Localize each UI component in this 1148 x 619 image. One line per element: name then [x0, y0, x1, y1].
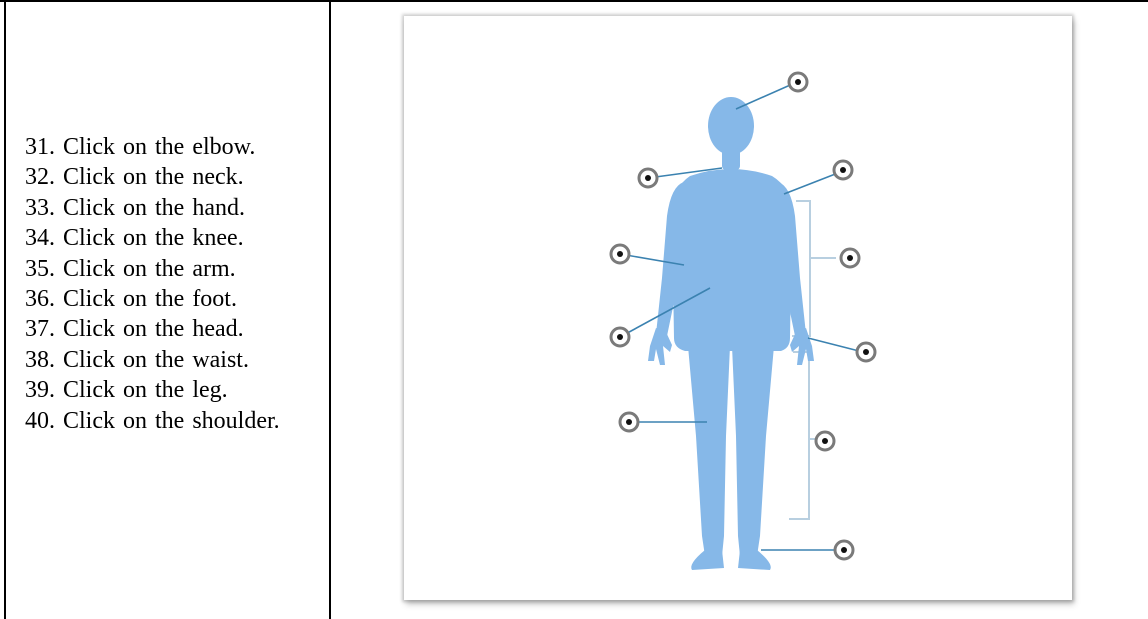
question-list: 31. Click on the elbow. 32. Click on the… — [25, 132, 315, 436]
question-item: 38. Click on the waist. — [25, 345, 315, 375]
hotspot-head-top[interactable] — [789, 73, 807, 91]
right-leg-shape — [732, 346, 774, 556]
table-column-divider — [329, 0, 331, 619]
question-item: 33. Click on the hand. — [25, 193, 315, 223]
leader-head — [736, 82, 797, 109]
question-item: 32. Click on the neck. — [25, 162, 315, 192]
question-item: 40. Click on the shoulder. — [25, 406, 315, 436]
leader-hand — [808, 338, 859, 351]
question-item: 37. Click on the head. — [25, 314, 315, 344]
body-diagram — [404, 16, 1072, 600]
hotspot-knee-left[interactable] — [620, 413, 638, 431]
question-item: 36. Click on the foot. — [25, 284, 315, 314]
body-diagram-card — [404, 16, 1072, 600]
leg-bracket — [789, 352, 809, 519]
table-left-border — [4, 0, 6, 619]
human-silhouette — [648, 97, 814, 570]
table-top-border — [0, 0, 1148, 2]
hotspot-leg-right[interactable] — [816, 432, 834, 450]
question-item: 31. Click on the elbow. — [25, 132, 315, 162]
hotspot-shoulder-right[interactable] — [834, 161, 852, 179]
hotspot-foot-right[interactable] — [835, 541, 853, 559]
neck-shape — [722, 148, 740, 170]
left-hand-shape — [648, 328, 672, 365]
hotspot-waist-left[interactable] — [611, 328, 629, 346]
question-item: 35. Click on the arm. — [25, 254, 315, 284]
left-leg-shape — [688, 346, 730, 556]
head-shape — [708, 97, 754, 155]
torso-shape — [672, 169, 792, 351]
left-foot-shape — [691, 550, 724, 570]
question-item: 34. Click on the knee. — [25, 223, 315, 253]
hotspot-hand-right[interactable] — [857, 343, 875, 361]
question-item: 39. Click on the leg. — [25, 375, 315, 405]
right-foot-shape — [738, 550, 771, 570]
hotspot-arm-right[interactable] — [841, 249, 859, 267]
hotspot-neck-left[interactable] — [639, 169, 657, 187]
hotspot-elbow-left[interactable] — [611, 245, 629, 263]
